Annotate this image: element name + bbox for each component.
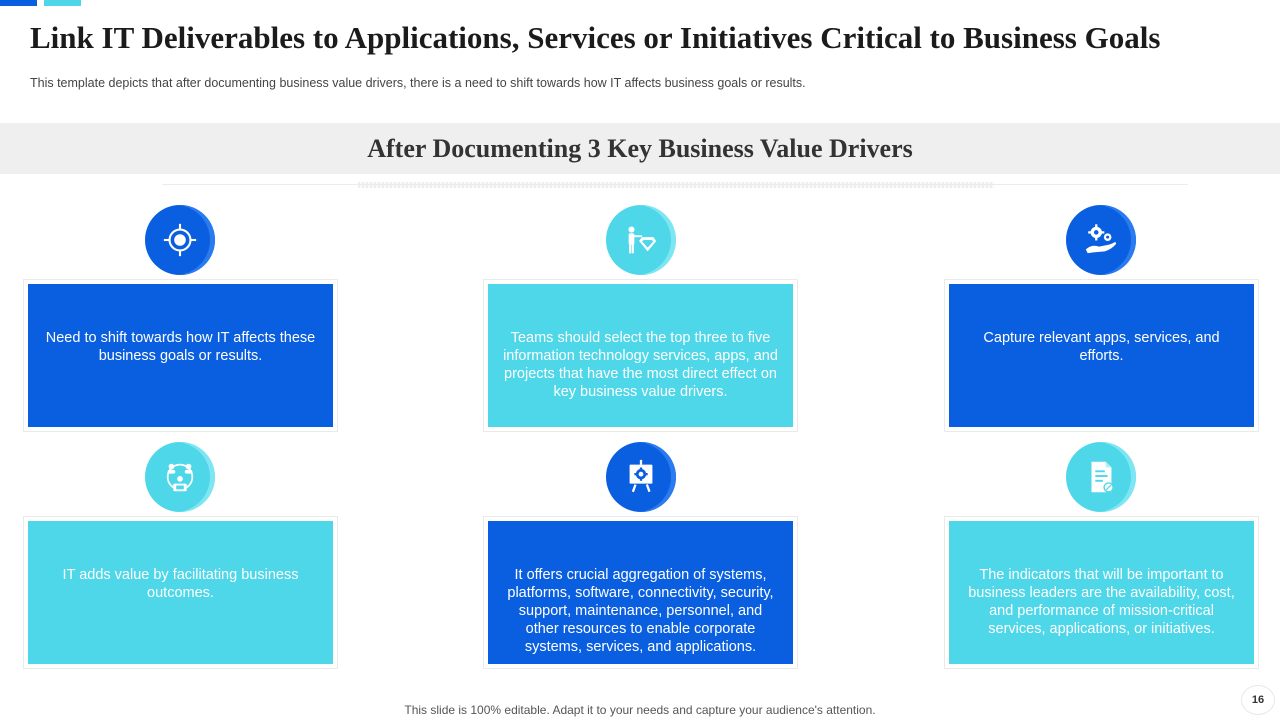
document-icon (1066, 442, 1136, 512)
slide-title: Link IT Deliverables to Applications, Se… (30, 20, 1161, 55)
card-4-text: IT adds value by facilitating business o… (28, 521, 333, 664)
band-heading: After Documenting 3 Key Business Value D… (367, 133, 913, 163)
card-6-text: The indicators that will be important to… (949, 521, 1254, 664)
target-icon (145, 205, 215, 275)
card-3: Capture relevant apps, services, and eff… (944, 279, 1259, 432)
gear-board-icon (606, 442, 676, 512)
divider-line (162, 184, 1188, 185)
card-2-text: Teams should select the top three to fiv… (488, 284, 793, 427)
section-band: After Documenting 3 Key Business Value D… (0, 123, 1280, 174)
card-5: It offers crucial aggregation of systems… (483, 516, 798, 669)
page-number: 16 (1241, 685, 1275, 715)
card-1-text: Need to shift towards how IT affects the… (28, 284, 333, 427)
card-4: IT adds value by facilitating business o… (23, 516, 338, 669)
gears-hand-icon (1066, 205, 1136, 275)
accent-bar-cyan (44, 0, 81, 6)
card-6: The indicators that will be important to… (944, 516, 1259, 669)
slide-subtitle: This template depicts that after documen… (30, 76, 806, 90)
card-1: Need to shift towards how IT affects the… (23, 279, 338, 432)
card-5-text: It offers crucial aggregation of systems… (488, 521, 793, 664)
card-2: Teams should select the top three to fiv… (483, 279, 798, 432)
card-3-text: Capture relevant apps, services, and eff… (949, 284, 1254, 427)
divider-shadow (358, 182, 994, 188)
footer-note: This slide is 100% editable. Adapt it to… (404, 703, 876, 717)
team-network-icon (145, 442, 215, 512)
accent-bar-blue (0, 0, 37, 6)
presenter-diamond-icon (606, 205, 676, 275)
